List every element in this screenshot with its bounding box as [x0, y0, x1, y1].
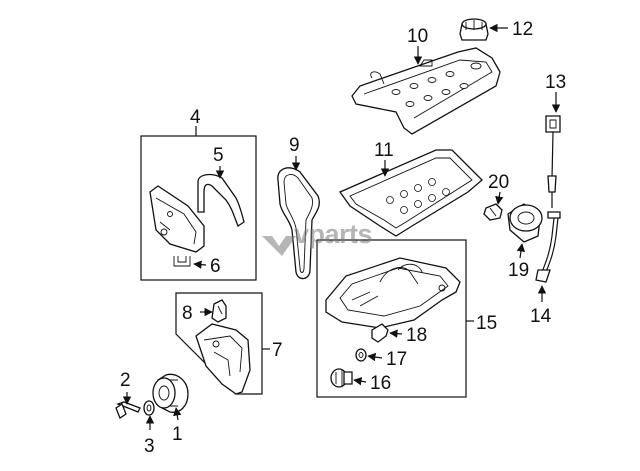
timing-cover-group-box: [140, 135, 257, 281]
pulley-washer: [143, 400, 155, 416]
drain-plug-gasket: [355, 348, 367, 362]
oil-filter-fitting: [483, 203, 503, 221]
callout-2: 2: [120, 370, 131, 391]
callout-7: 7: [272, 340, 283, 361]
dipstick-tube: [535, 211, 561, 283]
watermark-text: vparts: [294, 219, 372, 249]
callout-20: 20: [488, 172, 509, 193]
callout-10: 10: [407, 26, 428, 47]
callout-1: 1: [172, 424, 183, 445]
lower-cover-group-box: [175, 292, 263, 395]
callout-18: 18: [406, 325, 427, 346]
callout-8: 8: [182, 303, 193, 324]
callout-15: 15: [476, 313, 497, 334]
callout-3: 3: [144, 436, 155, 457]
oil-pan-group-box: [316, 239, 467, 398]
oil-baffle: [371, 323, 389, 343]
upper-timing-cover: [149, 185, 205, 253]
oil-filter: [507, 203, 543, 243]
callout-11: 11: [374, 140, 394, 161]
callout-17: 17: [386, 349, 407, 370]
callout-6: 6: [210, 256, 221, 277]
crankshaft-pulley: [152, 373, 189, 413]
watermark-logo: vparts: [262, 219, 373, 256]
callout-16: 16: [370, 373, 391, 394]
callout-19: 19: [508, 260, 529, 281]
callout-13: 13: [545, 72, 566, 93]
callout-4: 4: [190, 107, 201, 128]
callout-9: 9: [289, 135, 300, 156]
callout-14: 14: [530, 306, 552, 327]
callout-12: 12: [512, 19, 533, 40]
valve-cover-gasket: [339, 149, 483, 237]
oil-dipstick: [545, 115, 561, 208]
drain-plug: [330, 368, 353, 388]
timing-cover-seal-5: [197, 173, 245, 227]
clip-6: [173, 256, 191, 267]
callout-5: 5: [213, 145, 224, 166]
pulley-bolt: [115, 401, 141, 419]
oil-pan: [325, 257, 461, 329]
cylinder-head-cover: [351, 47, 501, 135]
bracket-8: [211, 299, 227, 323]
leader-lines: [122, 23, 561, 430]
oil-filler-cap: [459, 18, 489, 41]
lower-timing-cover: [195, 323, 251, 395]
